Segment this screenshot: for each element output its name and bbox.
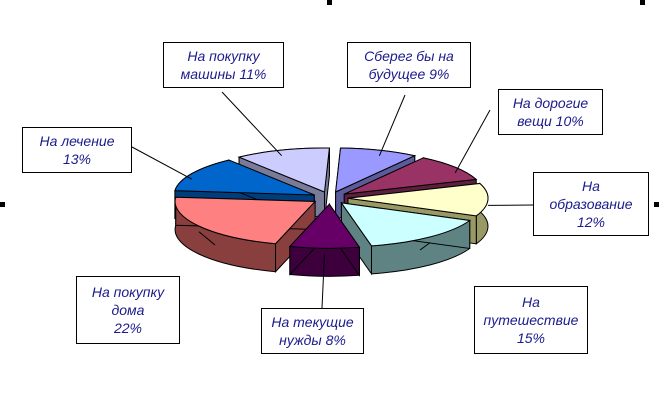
selection-handle-right[interactable] [654, 202, 659, 207]
label-line: На лечение [39, 133, 115, 149]
label-line: нужды 8% [279, 332, 346, 348]
leader-line-travel [419, 242, 431, 251]
leader-line-current-needs [321, 253, 325, 309]
pie-slice-house [174, 196, 317, 245]
slice-label-travel: На путешествие 15% [474, 286, 588, 354]
label-line: На [522, 294, 540, 310]
label-line: 22% [113, 320, 143, 336]
selection-handle-top[interactable] [327, 0, 332, 5]
slice-label-treatment: На лечение 13% [22, 127, 132, 173]
pie-slice-tops [174, 147, 489, 249]
label-line: На [582, 178, 600, 194]
pie-slice-car [237, 147, 330, 193]
label-line: дома [111, 302, 145, 318]
label-line: 13% [62, 151, 92, 167]
leader-line-car [221, 91, 283, 157]
label-line: На текущие [271, 314, 354, 330]
label-line: На покупку [91, 284, 165, 300]
pie-slice-education [347, 182, 489, 217]
label-line: вещи 10% [517, 113, 584, 129]
label-line: 12% [576, 214, 606, 230]
label-line: 15% [516, 330, 546, 346]
leader-line-expensive-things [454, 109, 491, 174]
leader-line-treatment [131, 146, 193, 180]
label-line: будущее 9% [368, 66, 450, 82]
label-line: путешествие [483, 312, 579, 328]
slice-label-car: На покупку машины 11% [163, 42, 284, 88]
pie-slice-expensive-things [344, 157, 478, 195]
leader-lines [131, 91, 534, 309]
slice-label-house: На покупку дома 22% [76, 276, 180, 344]
label-line: машины 11% [180, 66, 267, 82]
selection-handle-top-right[interactable] [640, 0, 645, 5]
selection-handle-left[interactable] [0, 202, 5, 207]
slice-label-savings: Сберег бы на будущее 9% [347, 42, 471, 88]
label-line: Сберег бы на [364, 48, 454, 64]
pie-slice-current-needs [288, 203, 361, 249]
leader-line-house [198, 231, 216, 246]
leader-line-savings [378, 94, 406, 157]
slice-label-expensive-things: На дорогие вещи 10% [498, 89, 603, 135]
label-line: На дорогие [512, 95, 589, 111]
pie-slice-savings [335, 147, 417, 193]
label-line: образование [549, 196, 633, 212]
pie-slice-travel [340, 202, 472, 247]
label-line: На покупку [187, 48, 260, 64]
slice-label-current-needs: На текущие нужды 8% [261, 308, 364, 354]
pie-slice-treatment [174, 159, 315, 196]
slice-label-education: На образование 12% [533, 172, 649, 236]
